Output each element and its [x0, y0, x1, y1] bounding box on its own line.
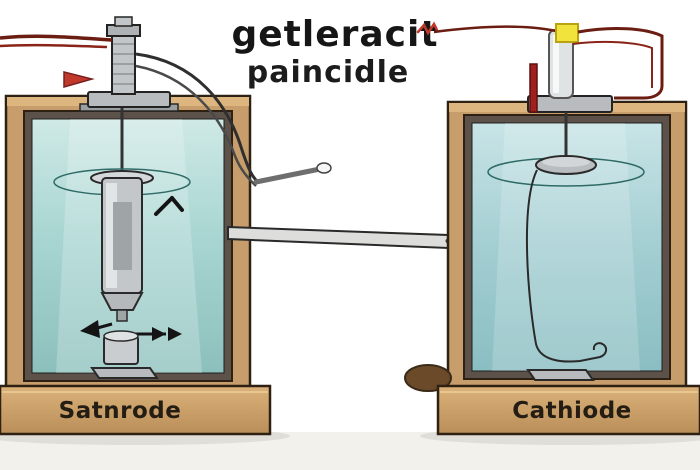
left-plunger-ridges — [113, 43, 134, 85]
title-line2: paincidle — [247, 55, 410, 90]
wire-loop — [525, 169, 608, 363]
bird-arrow-icon — [154, 196, 184, 216]
right-base — [436, 384, 700, 436]
title-line1: getleracit — [231, 14, 438, 55]
red-squiggle-icon — [416, 21, 439, 36]
red-rod — [529, 63, 538, 113]
syringe-taper — [100, 292, 144, 311]
title-to-component-wire — [433, 25, 557, 34]
left-red-wire-2 — [0, 43, 108, 49]
left-plunger-knob — [114, 16, 133, 27]
syringe-plunger-inner — [113, 202, 132, 270]
left-red-wire — [0, 34, 113, 42]
stirrer-tip — [316, 162, 332, 174]
collection-cup-rim — [103, 330, 139, 342]
syringe-tip — [116, 309, 128, 322]
floor — [0, 432, 700, 470]
right-bottom-plate — [526, 369, 595, 381]
title-block: getleracit paincidle — [231, 14, 439, 90]
left-bottom-plate — [90, 367, 159, 379]
right-red-wire-2 — [572, 40, 653, 88]
electrode-disc-top — [542, 157, 590, 167]
left-base-label: Satnrode — [59, 398, 182, 424]
left-base — [0, 384, 272, 436]
right-red-wire-1 — [577, 27, 664, 100]
right-cell: Cathiode — [404, 23, 700, 436]
syringe-highlight — [106, 183, 117, 288]
stirrer-stick — [253, 166, 323, 185]
left-dark-wire-1 — [135, 52, 260, 184]
left-dark-wire-2 — [135, 64, 257, 187]
rock-blob — [404, 364, 452, 392]
yellow-component — [555, 23, 579, 43]
left-red-clip-icon — [63, 71, 95, 88]
left-cell: Satnrode — [0, 16, 332, 436]
glass-tube-shine — [553, 35, 559, 93]
right-lid-block — [527, 95, 613, 113]
right-base-label: Cathiode — [512, 398, 632, 424]
left-arrow-icon — [80, 320, 113, 338]
